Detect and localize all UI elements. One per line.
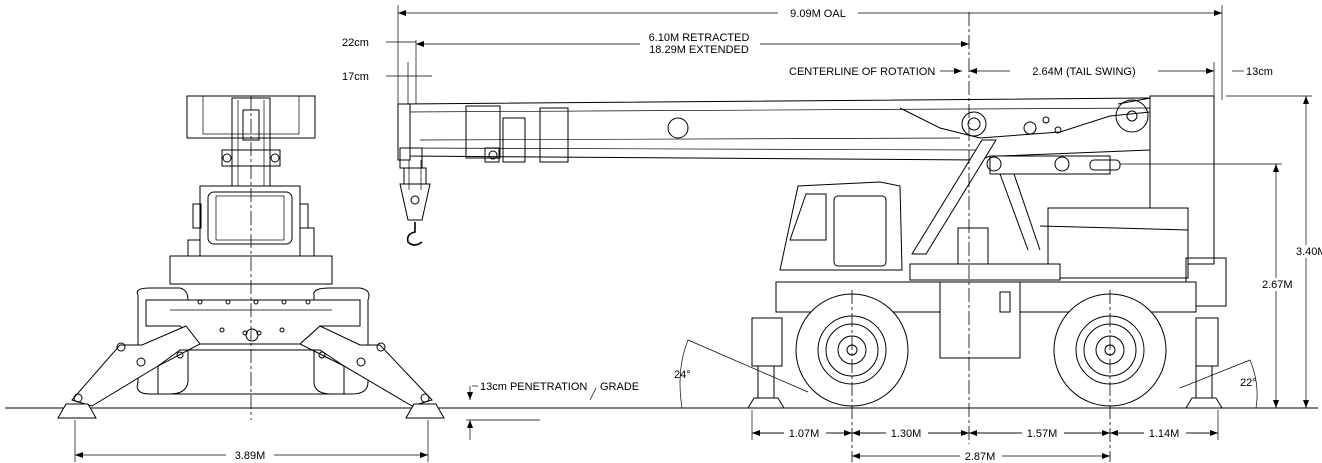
front-view: [57, 95, 445, 420]
dim-1-14-label: 1.14M: [1149, 428, 1180, 440]
oal-label: 9.09M OAL: [790, 8, 846, 20]
dim-1-57-label: 1.57M: [1027, 428, 1058, 440]
top-dimensions: [386, 5, 1244, 104]
penetration-label: 13cm PENETRATION: [480, 381, 587, 393]
angle-front-label: 24°: [674, 369, 691, 381]
wheelbase-label: 2.87M: [965, 451, 996, 463]
tip-17cm-label: 17cm: [342, 71, 369, 83]
height-total-label: 3.40M: [1296, 246, 1322, 258]
tip-22cm-label: 22cm: [342, 37, 369, 49]
dim-1-07-label: 1.07M: [789, 428, 820, 440]
tail-swing-label: 2.64M (TAIL SWING): [1032, 66, 1135, 78]
width-label: 3.89M: [235, 450, 266, 462]
centerline-label: CENTERLINE OF ROTATION: [789, 66, 935, 78]
tail-13cm-label: 13cm: [1246, 66, 1273, 78]
extended-label: 18.29M EXTENDED: [649, 44, 749, 56]
grade-label: GRADE: [600, 381, 639, 393]
retracted-label: 6.10M RETRACTED: [649, 32, 750, 44]
bottom-dimensions: [751, 410, 1219, 462]
height-pivot-label: 2.67M: [1262, 279, 1293, 291]
side-view: [397, 12, 1227, 462]
angle-lines: [679, 339, 1258, 409]
penetration-grade: [466, 385, 597, 440]
dim-1-30-label: 1.30M: [891, 428, 922, 440]
angle-rear-label: 22°: [1240, 377, 1257, 389]
width-dimension: [74, 420, 429, 462]
height-dimensions: [1120, 95, 1322, 408]
